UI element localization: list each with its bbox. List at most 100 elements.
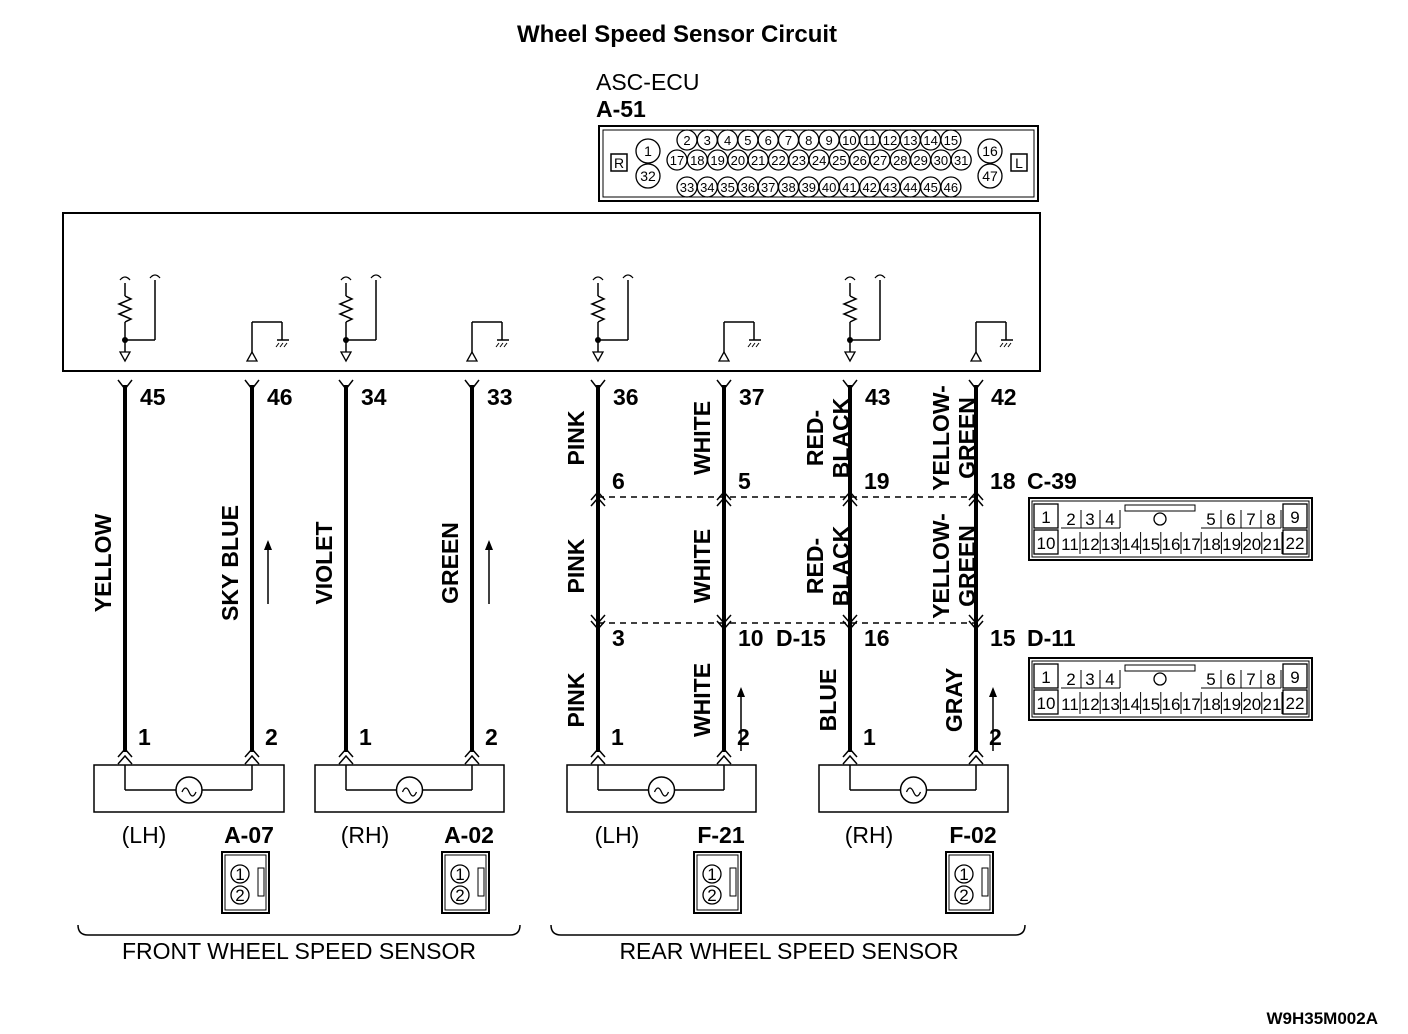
ecu-name: ASC-ECU (596, 69, 700, 95)
sensor-pin-number: 1 (863, 724, 876, 750)
ic-pin-17: 17 (1182, 695, 1201, 714)
pullup-resistor (842, 295, 858, 323)
ecu-pin-37-label: 37 (761, 180, 775, 195)
sensor-connector-code: F-02 (949, 822, 996, 848)
c39-connector-label: C-39 (1027, 468, 1077, 494)
pullup-resistor (338, 295, 354, 323)
input-wave-mark (119, 276, 131, 281)
input-terminal-icon (843, 351, 857, 363)
svg-text:VIOLET: VIOLET (311, 521, 337, 604)
sensor-connector-face: 12 (221, 851, 270, 914)
ecu-pin-25-label: 25 (832, 153, 846, 168)
ecu-pin-1-label: 1 (644, 143, 652, 159)
ecu-pin-number: 34 (361, 384, 387, 410)
ic-pin-21: 21 (1263, 535, 1282, 554)
d-connector-pin-number: 16 (864, 625, 890, 651)
ecu-pin-31-label: 31 (954, 153, 968, 168)
ecu-pin-21-label: 21 (751, 153, 765, 168)
sensor-side-label: (RH) (341, 822, 390, 848)
ecu-pin-9-label: 9 (825, 133, 832, 148)
ecu-pin-number: 45 (140, 384, 166, 410)
input-terminal-icon (591, 351, 605, 363)
wire-color-label-lower: PINK (563, 672, 589, 727)
ecu-pin-20-label: 20 (731, 153, 745, 168)
ic-pin-6: 6 (1226, 510, 1235, 529)
svg-text:SKY BLUE: SKY BLUE (217, 505, 243, 621)
ecu-pin-7-label: 7 (785, 133, 792, 148)
ic-pin-22: 22 (1286, 694, 1305, 713)
ic-pin-10: 10 (1037, 534, 1056, 553)
ecu-pin-number: 42 (991, 384, 1017, 410)
ecu-connector-code: A-51 (596, 96, 646, 122)
wire-color-label: YELLOW (90, 514, 116, 613)
ic-pin-8: 8 (1266, 510, 1275, 529)
input-terminal-icon (118, 351, 132, 363)
ecu-pin-14-label: 14 (923, 133, 937, 148)
svg-text:2: 2 (455, 886, 464, 905)
wire-color-label-upper: RED-BLACK (802, 397, 854, 478)
svg-text:2: 2 (959, 886, 968, 905)
c39-pin-number: 5 (738, 468, 751, 494)
sensor-pin-number: 2 (989, 724, 1002, 750)
ac-generator-icon (395, 776, 424, 804)
ic-pin-19: 19 (1222, 535, 1241, 554)
ic-pin-14: 14 (1121, 695, 1140, 714)
ecu-pin-38-label: 38 (781, 180, 795, 195)
sensor-body (314, 764, 505, 813)
ecu-pin-16 (977, 138, 1003, 164)
input-wave-mark (592, 276, 604, 281)
svg-text:YELLOW: YELLOW (90, 514, 116, 613)
ic-pin-15: 15 (1141, 535, 1160, 554)
svg-text:RED-: RED- (802, 410, 828, 466)
ecu-pin-1 (635, 138, 661, 164)
ic-pin-2: 2 (1066, 510, 1075, 529)
ecu-pin-24-label: 24 (812, 153, 826, 168)
ecu-pin-15-label: 15 (944, 133, 958, 148)
ic-pin-7: 7 (1246, 670, 1255, 689)
svg-text:1: 1 (235, 865, 244, 884)
input-terminal-icon (339, 351, 353, 363)
ecu-pin-29-label: 29 (913, 153, 927, 168)
sensor-pin-number: 1 (611, 724, 624, 750)
front-group-label: FRONT WHEEL SPEED SENSOR (122, 938, 476, 964)
svg-text:WHITE: WHITE (689, 529, 715, 603)
wire-color-label-middle: PINK (563, 538, 589, 593)
ic-pin-11: 11 (1061, 695, 1079, 714)
ic-pin-15: 15 (1141, 695, 1160, 714)
sensor-side-label: (LH) (595, 822, 640, 848)
ecu-pin-26-label: 26 (852, 153, 866, 168)
ecu-pin-41-label: 41 (842, 180, 856, 195)
c39-pin-number: 19 (864, 468, 890, 494)
rear-group-brace (550, 924, 1026, 936)
ic-pin-21: 21 (1263, 695, 1282, 714)
ecu-side-left: R (614, 155, 624, 171)
ic-pin-9: 9 (1290, 668, 1299, 687)
ecu-pin-3-label: 3 (704, 133, 711, 148)
svg-text:PINK: PINK (563, 672, 589, 727)
wire-color-label-upper: PINK (563, 410, 589, 465)
ic-pin-4: 4 (1105, 510, 1114, 529)
ic-pin-22: 22 (1286, 534, 1305, 553)
ecu-pin-5-label: 5 (744, 133, 751, 148)
sensor-connector-face: 12 (945, 851, 994, 914)
sensor-pin-number: 2 (265, 724, 278, 750)
ecu-pin-13-label: 13 (903, 133, 917, 148)
sensor-connector-face: 12 (693, 851, 742, 914)
ic-pin-3: 3 (1085, 510, 1094, 529)
ecu-pin-32-label: 32 (640, 168, 656, 184)
ac-generator-icon (175, 776, 203, 804)
wire-color-label-middle: RED-BLACK (802, 525, 854, 606)
ecu-pin-30-label: 30 (934, 153, 948, 168)
ecu-side-right: L (1015, 155, 1023, 171)
ac-generator-icon (899, 776, 928, 804)
ic-pin-18: 18 (1202, 535, 1221, 554)
